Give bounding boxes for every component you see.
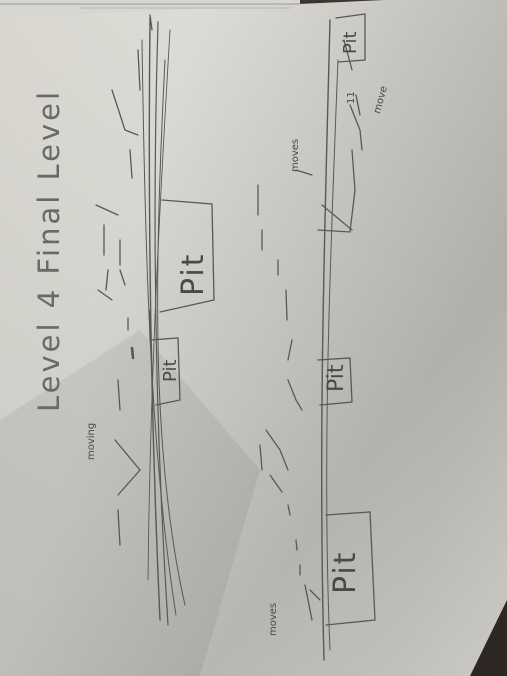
annotation-moves-left: moves <box>268 602 279 636</box>
pit-label-upper-small: Pit <box>160 359 181 382</box>
annotation-marks: 11 <box>346 91 357 104</box>
level-title: Level 4 Final Level <box>32 88 66 412</box>
annotation-moves-top: moves <box>290 138 301 172</box>
pit-label-upper-large: Pit <box>176 252 211 296</box>
pit-label-lower-mid: Pit <box>324 364 349 392</box>
pit-label-lower-top: Pit <box>340 31 361 54</box>
annotation-moving: moving <box>86 422 97 460</box>
pit-label-lower-large: Pit <box>328 550 363 594</box>
